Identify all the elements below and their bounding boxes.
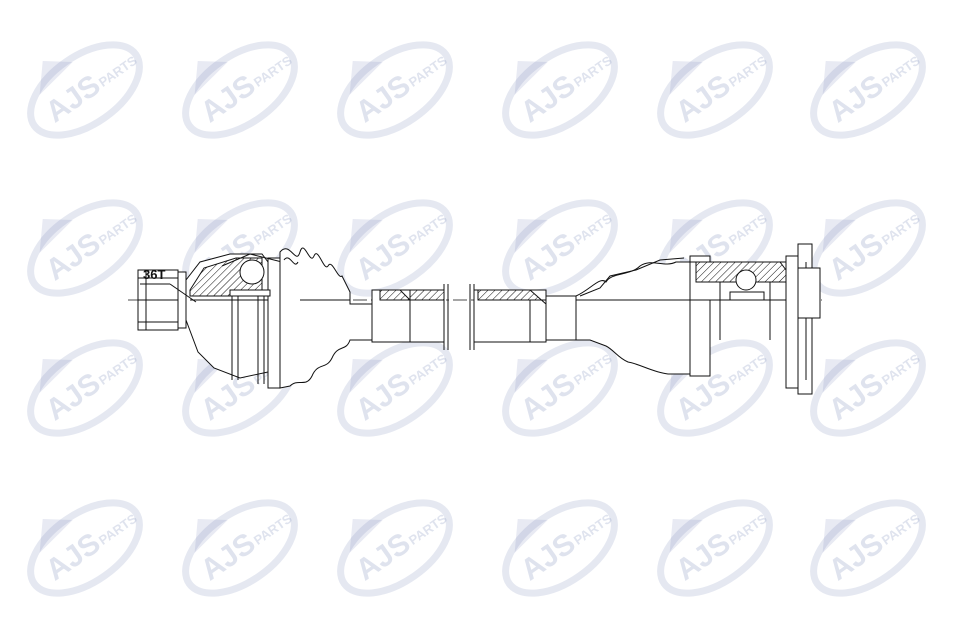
outer-cv-joint — [137, 253, 283, 389]
outer-boot — [279, 247, 373, 389]
spline-count-label: 36T — [143, 267, 165, 282]
shaft-break — [469, 284, 475, 350]
shaft-left — [371, 284, 449, 350]
shaft-right — [473, 289, 577, 343]
spline-callout: 36T — [140, 267, 197, 303]
inner-cv-joint — [689, 243, 821, 395]
inner-boot — [575, 257, 691, 375]
